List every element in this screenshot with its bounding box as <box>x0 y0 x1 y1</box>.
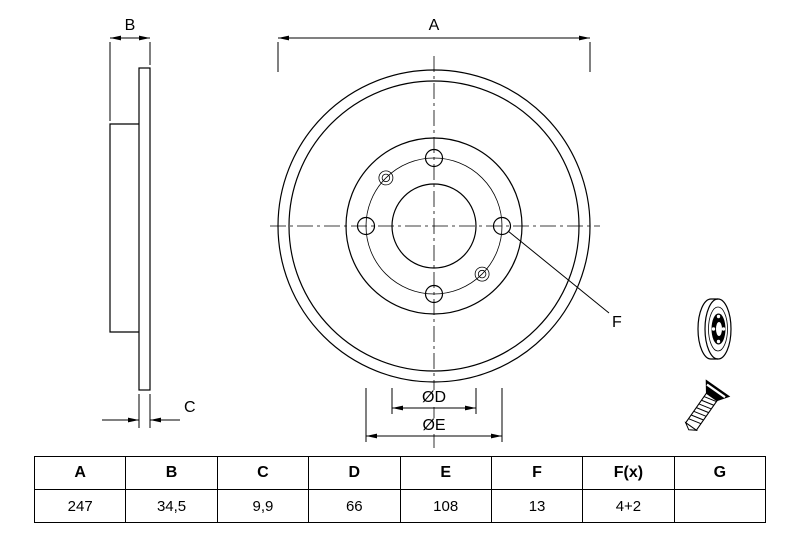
dimension-c-label: C <box>184 399 196 416</box>
screw-icon <box>684 379 731 431</box>
table-value-cell-g <box>673 489 767 523</box>
dimension-a: A <box>277 17 591 72</box>
table-value-cell-d: 66 <box>308 489 401 523</box>
table-header-cell-b: B <box>125 456 218 490</box>
dimension-d: ØD <box>391 388 477 414</box>
table-header-cell-f: F <box>490 456 584 490</box>
disc-outer-edge <box>277 69 591 383</box>
disc-hat-section <box>109 123 139 333</box>
friction-surface-edge <box>288 80 580 372</box>
side-view <box>109 67 151 391</box>
dimension-a-label: A <box>429 17 440 34</box>
disc-ring-section <box>138 67 151 391</box>
table-value-cell-fx: 4+2 <box>582 489 675 523</box>
table-header-cell-fx: F(x) <box>582 456 675 490</box>
dimension-b-label: B <box>125 17 136 34</box>
front-view <box>277 69 591 383</box>
hat-edge <box>345 137 523 315</box>
table-header-cell-g: G <box>673 456 767 490</box>
bolt-circle <box>365 157 503 295</box>
centerlines <box>270 56 600 448</box>
technical-drawing: A B C ØD <box>102 17 732 448</box>
table-header-row: A B C D E F F(x) G <box>33 456 767 490</box>
dimension-c: C <box>102 394 196 428</box>
bolt-holes <box>356 148 512 304</box>
dimension-b: B <box>109 17 151 121</box>
dimension-f-label: F <box>612 314 622 331</box>
dimension-d-label: ØD <box>422 389 446 406</box>
dimension-f: F <box>507 230 622 331</box>
dimension-e-label: ØE <box>422 417 445 434</box>
table-value-row: 247 34,5 9,9 66 108 13 4+2 <box>33 489 767 523</box>
center-bore <box>391 183 477 269</box>
table-header-cell-e: E <box>399 456 492 490</box>
table-value-cell-e: 108 <box>399 489 492 523</box>
dimension-e: ØE <box>365 388 503 442</box>
table-value-cell-a: 247 <box>33 489 127 523</box>
table-value-cell-f: 13 <box>490 489 584 523</box>
table-header-cell-c: C <box>216 456 310 490</box>
brake-disc-3d-icon <box>697 298 732 360</box>
table-value-cell-b: 34,5 <box>125 489 218 523</box>
alignment-holes <box>378 170 490 282</box>
dimension-table: A B C D E F F(x) G 247 34,5 9,9 66 108 1… <box>33 456 767 523</box>
table-header-cell-d: D <box>308 456 401 490</box>
table-value-cell-c: 9,9 <box>216 489 310 523</box>
table-header-cell-a: A <box>33 456 127 490</box>
